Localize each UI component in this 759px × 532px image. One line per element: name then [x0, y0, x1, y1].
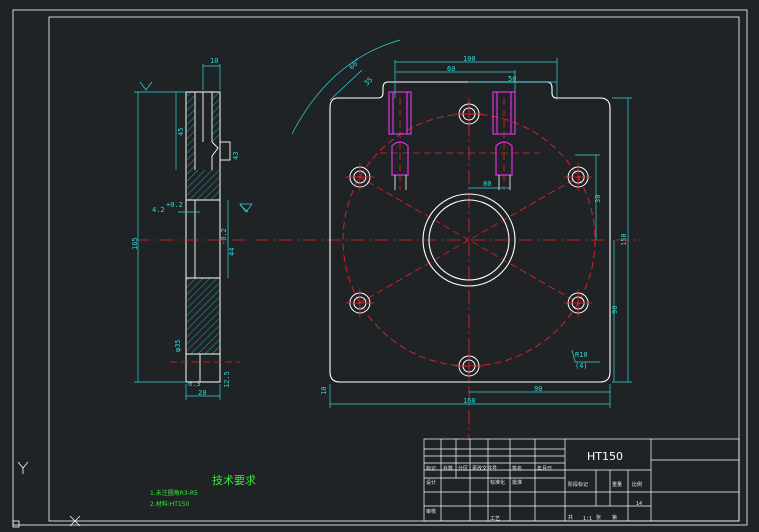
material-title: HT150	[587, 450, 623, 463]
dim-side-20: 20	[198, 389, 206, 397]
title-block-cell-label: 签名	[512, 465, 522, 472]
dim-90-vertical: 90	[611, 306, 619, 314]
dim-30: 30	[594, 195, 602, 203]
title-block-cell-label: 更改文件号	[472, 465, 497, 472]
dim-angle: 60°	[348, 57, 363, 72]
requirement-2: 2.材料:HT150	[150, 500, 190, 508]
outer-frame	[12, 9, 748, 526]
title-block-cell-label: 比例	[632, 481, 642, 488]
dim-44: 44	[228, 248, 236, 256]
title-block-cell-label: 第	[612, 514, 617, 521]
title-block-cell-label: 年月日	[537, 465, 552, 472]
dim-6-3: 6.3	[188, 380, 201, 388]
dim-10-left: 10	[320, 387, 328, 395]
scale-text: 1:1	[583, 516, 592, 522]
dim-tol-plus: +0.2	[166, 201, 183, 209]
dim-43: 43	[232, 152, 240, 160]
technical-requirements: 技术要求 1.未注圆角R3-R5 2.材料:HT150	[150, 474, 256, 508]
title-block-cell-label: 设计	[426, 479, 436, 486]
dim-90: 90	[534, 385, 542, 393]
title-block-cell-label: 阶段标记	[568, 481, 588, 488]
dim-r10: R10	[575, 351, 588, 359]
title-block-cell-label: 分区	[458, 465, 468, 472]
dim-4-2: 4.2	[152, 206, 165, 214]
inner-frame	[48, 16, 740, 522]
plate-outline	[329, 81, 611, 383]
dim-60: 60	[447, 65, 455, 73]
title-block-cell-label: 审核	[426, 508, 436, 515]
dim-50: 50	[508, 75, 516, 83]
title-block-cell-label: 处数	[443, 465, 453, 472]
title-block-cell-label: 标记	[426, 465, 436, 472]
title-block-cell-label: 工艺	[490, 516, 500, 522]
dim-165: 165	[131, 237, 139, 250]
title-block-cell-label: 标准化	[490, 479, 505, 486]
dim-r10-count: (4)	[575, 362, 588, 370]
dim-35: 35	[363, 76, 375, 88]
title-block-cell-label: 重量	[612, 481, 622, 488]
side-view: 165 45 10 20 +0.2 4.2 44 -0.2 φ35 6.3 12…	[131, 57, 253, 400]
title-block-cell-label: 张	[596, 514, 601, 521]
requirement-1: 1.未注圆角R3-R5	[150, 489, 198, 497]
dim-tol-minus: -0.2	[220, 228, 228, 245]
dim-160: 160	[463, 397, 476, 405]
sheets-count: 14	[636, 501, 642, 507]
title-block-cell-label: 共	[568, 514, 573, 521]
dim-100: 100	[463, 55, 476, 63]
dim-150: 150	[620, 233, 628, 246]
dim-12-5: 12.5	[223, 371, 231, 388]
title-block-cell-label: 批准	[512, 479, 522, 486]
dim-80: 80	[483, 180, 491, 188]
title-block	[423, 438, 740, 522]
front-view: 100 60 50 80 160 90 R10 (4) 150 90 30 60…	[255, 39, 640, 440]
dim-45: 45	[177, 128, 185, 136]
ucs-icon	[12, 461, 81, 528]
requirements-heading: 技术要求	[212, 474, 256, 487]
dim-phi35: φ35	[174, 339, 182, 352]
dim-side-10: 10	[210, 57, 218, 65]
